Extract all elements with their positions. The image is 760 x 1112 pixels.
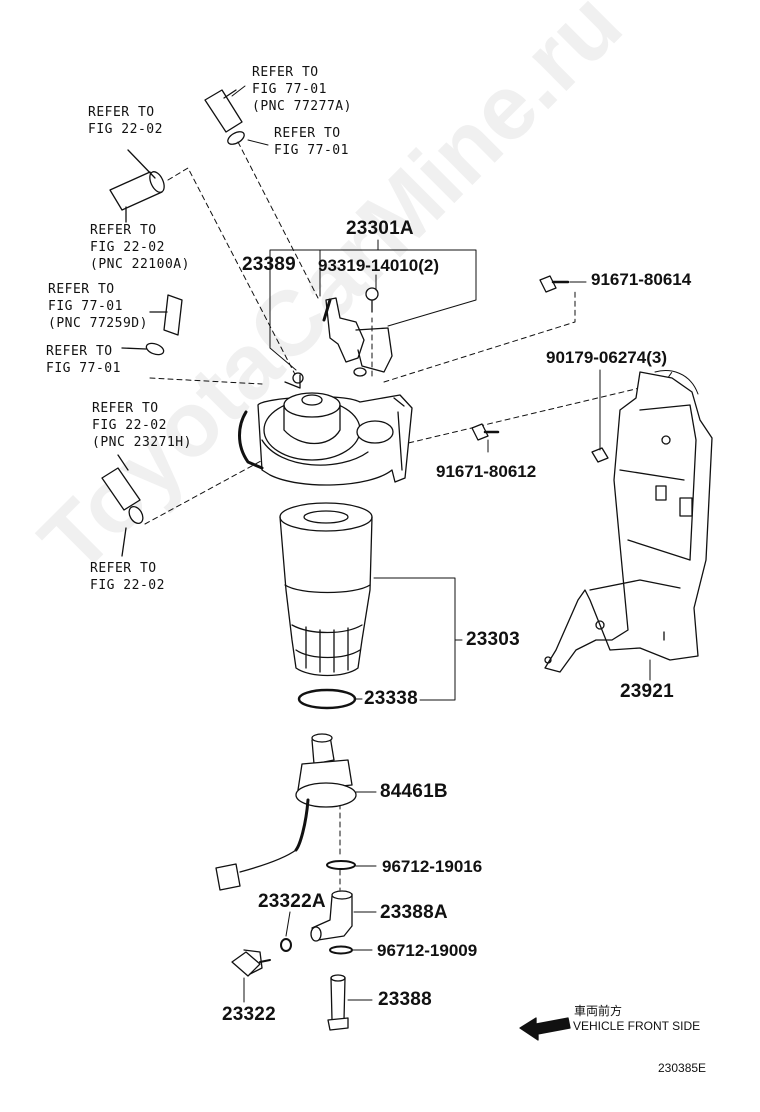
filter-head [238,372,413,486]
part-label-23322A[interactable]: 23322A [258,891,326,912]
o-ring-96712-19009 [329,945,353,955]
drain-plug-23322 [231,949,271,977]
hose-top [204,89,245,145]
part-label-90179-06274[interactable]: 90179-06274(3) [546,348,667,367]
leader-lines [231,85,651,1003]
fitting-23388A [310,890,353,942]
part-label-91671-80612[interactable]: 91671-80612 [436,462,537,481]
bracket-23921 [544,370,713,673]
part-label-23388A[interactable]: 23388A [380,902,448,923]
union-bolt-23388 [327,974,349,1031]
hose-upper-left [109,149,165,223]
water-sensor [215,733,357,891]
priming-pump [322,287,393,377]
part-label-23389[interactable]: 23389 [242,254,296,275]
part-label-23303[interactable]: 23303 [466,629,520,650]
hose-lower-left [101,454,144,557]
filter-element [279,502,373,677]
o-ring-96712-19016 [326,860,356,870]
part-label-96712-19016[interactable]: 96712-19016 [382,857,483,876]
part-label-84461B[interactable]: 84461B [380,781,448,802]
part-label-23388[interactable]: 23388 [378,989,432,1010]
direction-arrow [519,1017,571,1041]
hose-left-middle [121,294,183,356]
part-label-23338[interactable]: 23338 [364,688,418,709]
part-label-91671-80614[interactable]: 91671-80614 [591,270,692,289]
o-ring-23338 [297,688,357,710]
bolt-91671-80612 [471,423,500,441]
nut-90179 [591,447,609,463]
part-label-23921[interactable]: 23921 [620,681,674,702]
part-label-96712-19009[interactable]: 96712-19009 [377,941,478,960]
bolt-91671-80614 [539,275,570,293]
connection-lines [144,141,673,891]
direction-label-en: VEHICLE FRONT SIDE [573,1019,701,1033]
o-ring-23322A [280,938,292,952]
figure-code: 230385E [658,1061,707,1075]
direction-label-jp: 車両前方 [574,1004,623,1018]
part-label-93319-14010[interactable]: 93319-14010(2) [318,256,439,275]
part-label-23301A[interactable]: 23301A [346,218,414,239]
part-label-23322[interactable]: 23322 [222,1004,276,1025]
